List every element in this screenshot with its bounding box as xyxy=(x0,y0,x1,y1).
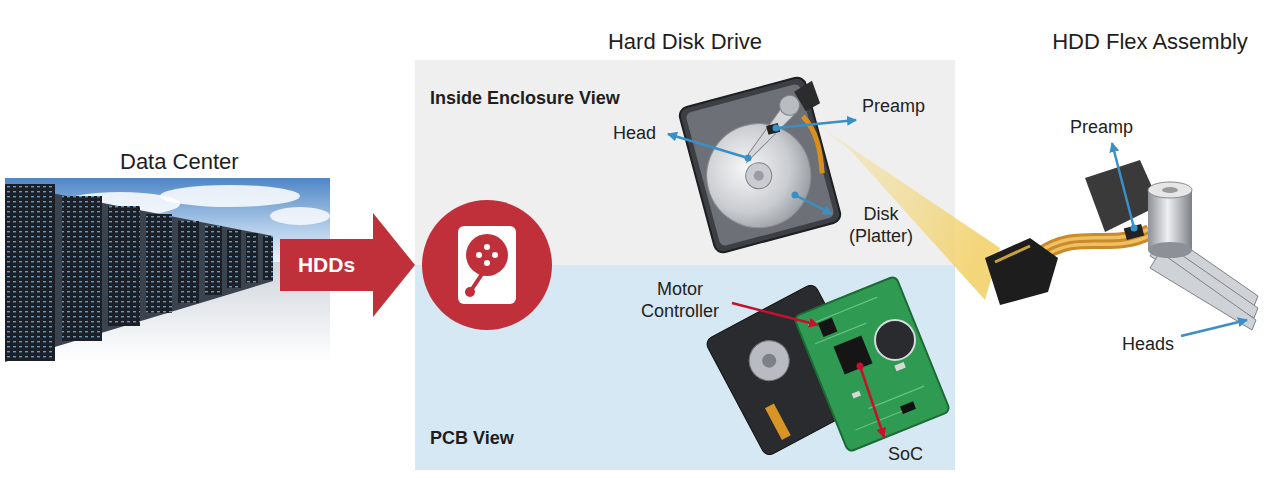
server-racks xyxy=(5,184,273,361)
art-detail xyxy=(146,214,172,313)
part-label: Disk (Platter) xyxy=(840,203,922,247)
rack-row xyxy=(5,184,273,362)
leader-line xyxy=(1112,143,1134,228)
label-anchor: Heads xyxy=(1122,333,1174,355)
node-heading: Hard Disk Drive xyxy=(608,29,762,55)
pivot-top xyxy=(1148,182,1192,198)
art-detail xyxy=(852,391,861,399)
connector-pins xyxy=(995,246,1030,262)
part-label: Preamp xyxy=(862,95,925,117)
spindle xyxy=(743,160,775,192)
art-detail xyxy=(62,196,102,341)
art-detail xyxy=(5,184,55,361)
pcb-traces xyxy=(808,293,930,431)
art-detail xyxy=(894,362,906,371)
art-detail xyxy=(227,230,241,288)
hdd-underside-photo xyxy=(704,276,950,458)
hdd-icon xyxy=(422,200,552,330)
art-detail xyxy=(178,221,199,303)
node-heading: Data Center xyxy=(120,149,239,175)
motor-controller-chip xyxy=(818,318,838,338)
art-detail xyxy=(5,184,55,361)
part-label: Preamp xyxy=(1070,116,1133,138)
art-detail xyxy=(760,351,779,370)
arm xyxy=(1150,252,1256,330)
block-arrow xyxy=(280,213,415,317)
leader-line xyxy=(732,303,818,325)
enclosure xyxy=(678,76,842,255)
soc-chip xyxy=(833,335,872,374)
hdd-open-photo xyxy=(678,73,851,254)
art-detail xyxy=(62,196,102,341)
art-detail xyxy=(146,214,172,313)
node-heading: PCB View xyxy=(430,428,514,450)
zoom-beam xyxy=(822,128,1000,300)
pivot-cylinder xyxy=(1148,190,1192,250)
arrow-body xyxy=(280,239,374,291)
image-group: HDD Flex Assembly xyxy=(1035,25,1265,370)
art-detail xyxy=(227,230,241,288)
icon-drive xyxy=(458,226,516,304)
art-detail xyxy=(205,226,222,295)
art-detail xyxy=(476,252,482,258)
leader-line xyxy=(860,366,884,437)
node-heading: HDD Flex Assembly xyxy=(1052,29,1248,55)
image-group: Data Center xyxy=(5,145,280,365)
label-anchor: Motor Controller xyxy=(632,278,728,322)
flex-assembly-photo xyxy=(985,160,1258,330)
part-label: Head xyxy=(613,122,656,144)
arrow-label: HDDs xyxy=(294,252,359,278)
label-anchor: Head xyxy=(613,122,656,144)
art-detail xyxy=(178,221,199,303)
art-detail xyxy=(465,287,475,297)
part-label: Heads xyxy=(1122,333,1174,355)
arrow-head xyxy=(373,213,415,317)
art-detail xyxy=(900,401,916,414)
art-detail xyxy=(108,206,140,326)
art-detail xyxy=(794,276,951,453)
panel-group: Hard Disk DriveInside Enclosure ViewPCB … xyxy=(415,25,955,470)
label-anchor: Preamp xyxy=(862,95,925,117)
motor-hub xyxy=(742,334,796,388)
icon-circle xyxy=(422,200,552,330)
art-detail xyxy=(246,233,258,283)
leader-line xyxy=(795,195,832,214)
label-anchor: Preamp xyxy=(1070,116,1133,138)
band-fills xyxy=(415,60,955,470)
part-label: SoC xyxy=(888,443,923,465)
enclosure-floor xyxy=(685,83,835,247)
edge-label-anchor: HDDs xyxy=(294,252,359,278)
leader-line xyxy=(776,120,856,128)
pivot xyxy=(777,93,801,117)
art-detail xyxy=(246,233,258,283)
leader-line xyxy=(668,134,748,158)
art-detail xyxy=(263,236,273,280)
art-detail xyxy=(108,206,140,326)
part-label: Motor Controller xyxy=(632,278,728,322)
art-detail xyxy=(492,252,498,258)
connector xyxy=(985,238,1058,305)
platter xyxy=(695,112,822,239)
cloud xyxy=(160,185,300,207)
node-heading: Inside Enclosure View xyxy=(430,88,620,110)
art-detail xyxy=(205,226,222,295)
art-detail xyxy=(484,260,490,266)
label-anchor: Disk (Platter) xyxy=(840,203,922,247)
leader-line xyxy=(1181,320,1247,336)
art-detail xyxy=(1162,187,1178,193)
art-detail xyxy=(1148,242,1192,258)
label-anchor: SoC xyxy=(888,443,923,465)
pcb-cutout xyxy=(875,320,915,360)
pcb xyxy=(794,276,951,453)
art-detail xyxy=(753,170,765,182)
leader-lines xyxy=(668,120,1247,437)
art-detail xyxy=(484,244,490,250)
cloud xyxy=(270,207,330,225)
art-detail xyxy=(263,236,273,280)
flex-strip xyxy=(765,404,791,440)
